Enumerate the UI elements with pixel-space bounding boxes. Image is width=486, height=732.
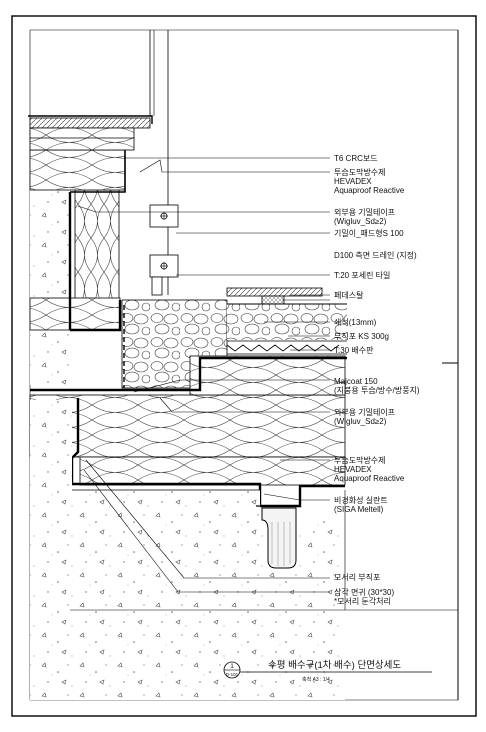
annotation-label-l14: 비경화성 실란트(SIGA Meltell): [334, 495, 388, 514]
detail-number: 1: [230, 664, 234, 670]
annotation-line: 비경화성 실란트: [334, 495, 388, 505]
annotation-line: 투습도막방수제: [334, 167, 386, 177]
annotation-line: (Wigluv_Sd≥2): [334, 217, 387, 226]
annotation-label-l11: Majcoat 150(지붕용 투습/방수/방풍지): [334, 377, 420, 395]
detail-title: 수평 배수구(1차 배수) 단면상세도: [268, 659, 401, 671]
annotation-line: 외부용 기밀테이프: [334, 207, 395, 217]
annotation-line: 삼각 면귀 (30*30): [334, 587, 394, 597]
annotation-line: HEVADEX: [334, 177, 372, 186]
annotation-label-l15: 모서리 부직포: [334, 572, 380, 582]
annotation-line: (Wigluv_Sd≥2): [334, 417, 387, 426]
scale-text: 축척 A3 : 1/4: [302, 676, 330, 683]
annotation-line: 부직포 KS 300g: [334, 331, 389, 341]
annotation-line: D100 측면 드레인 (지정): [334, 250, 417, 260]
annotation-line: Aquaproof Reactive: [334, 474, 405, 483]
annotation-label-l1: T6 CRC보드: [334, 154, 378, 163]
annotation-line: *모서리 둔각처리: [334, 596, 391, 606]
annotation-line: T:30 배수판: [334, 346, 374, 355]
annotation-label-l3: 외부용 기밀테이프(Wigluv_Sd≥2): [334, 207, 395, 226]
annotation-label-l9: 부직포 KS 300g: [334, 331, 389, 341]
annotation-line: Aquaproof Reactive: [334, 186, 405, 195]
annotation-line: 모서리 부직포: [334, 572, 380, 582]
annotation-label-l4: 기밀이_패드형S 100: [334, 228, 404, 238]
annotation-label-l10: T:30 배수판: [334, 346, 374, 355]
annotation-label-l12: 외부용 기밀테이프(Wigluv_Sd≥2): [334, 407, 395, 426]
annotation-line: Majcoat 150: [334, 377, 378, 386]
annotation-label-l5: D100 측면 드레인 (지정): [334, 250, 417, 260]
annotation-label-l16: 삼각 면귀 (30*30)*모서리 둔각처리: [334, 587, 394, 606]
annotation-line: (지붕용 투습/방수/방풍지): [334, 385, 420, 395]
annotation-line: (SIGA Meltell): [334, 505, 384, 514]
section-geometry: [28, 30, 458, 700]
annotation-line: 기밀이_패드형S 100: [334, 228, 404, 238]
annotation-line: T:20 포세린 타일: [334, 270, 390, 280]
annotation-line: 쇄석(13mm): [334, 317, 377, 327]
annotation-label-l8: 쇄석(13mm): [334, 317, 377, 327]
annotation-label-l6: T:20 포세린 타일: [334, 270, 390, 280]
leader-lines: [77, 157, 330, 593]
sheet-reference: D-101: [226, 672, 239, 677]
title-block: 1 D-101 수평 배수구(1차 배수) 단면상세도 축척 A3 : 1/4: [223, 659, 432, 683]
annotation-line: T6 CRC보드: [334, 154, 378, 163]
annotation-line: HEVADEX: [334, 465, 372, 474]
annotation-line: 외부용 기밀테이프: [334, 407, 395, 417]
annotation-line: 페데스탈: [334, 290, 364, 300]
annotation-line: 투습도막방수제: [334, 455, 386, 465]
annotation-label-l7: 페데스탈: [334, 290, 364, 300]
